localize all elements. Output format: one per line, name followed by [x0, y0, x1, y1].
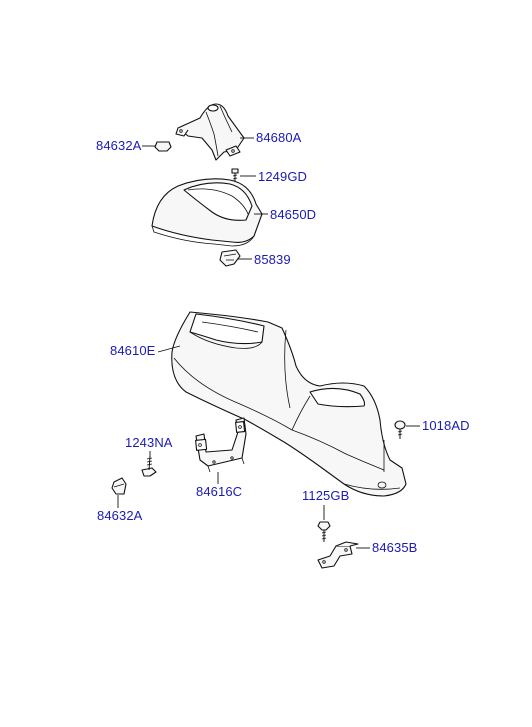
screw-top-part: [231, 168, 239, 181]
clip-part: [219, 249, 241, 267]
label-cover: 84650D: [270, 207, 316, 222]
bracket-left-part: [195, 417, 247, 473]
label-bolt-left: 1243NA: [125, 435, 173, 450]
bolt-left-part: [141, 455, 157, 477]
label-clip-lower: 84632A: [97, 508, 143, 523]
bolt-lower-part: [317, 521, 331, 542]
screw-right-part: [394, 420, 406, 439]
label-screw-right: 1018AD: [422, 418, 470, 433]
label-shift-boot: 84680A: [256, 130, 302, 145]
label-bolt-lower: 1125GB: [302, 488, 349, 503]
boot-clip-part: [154, 141, 172, 152]
label-boot-clip: 84632A: [96, 138, 142, 153]
label-bracket-right: 84635B: [372, 540, 417, 555]
label-bracket-left: 84616C: [196, 484, 242, 499]
cover-part: [151, 178, 263, 247]
console-body-part: [171, 311, 407, 497]
label-console-body: 84610E: [110, 343, 156, 358]
leader-lines: [117, 137, 420, 549]
label-clip: 85839: [254, 252, 291, 267]
clip-lower-part: [111, 477, 127, 495]
shift-boot-part: [175, 103, 245, 161]
bracket-right-part: [317, 541, 359, 569]
label-screw-top: 1249GD: [258, 169, 307, 184]
part-labels: 84632A 84680A 1249GD 84650D 85839 84610E…: [96, 130, 470, 555]
